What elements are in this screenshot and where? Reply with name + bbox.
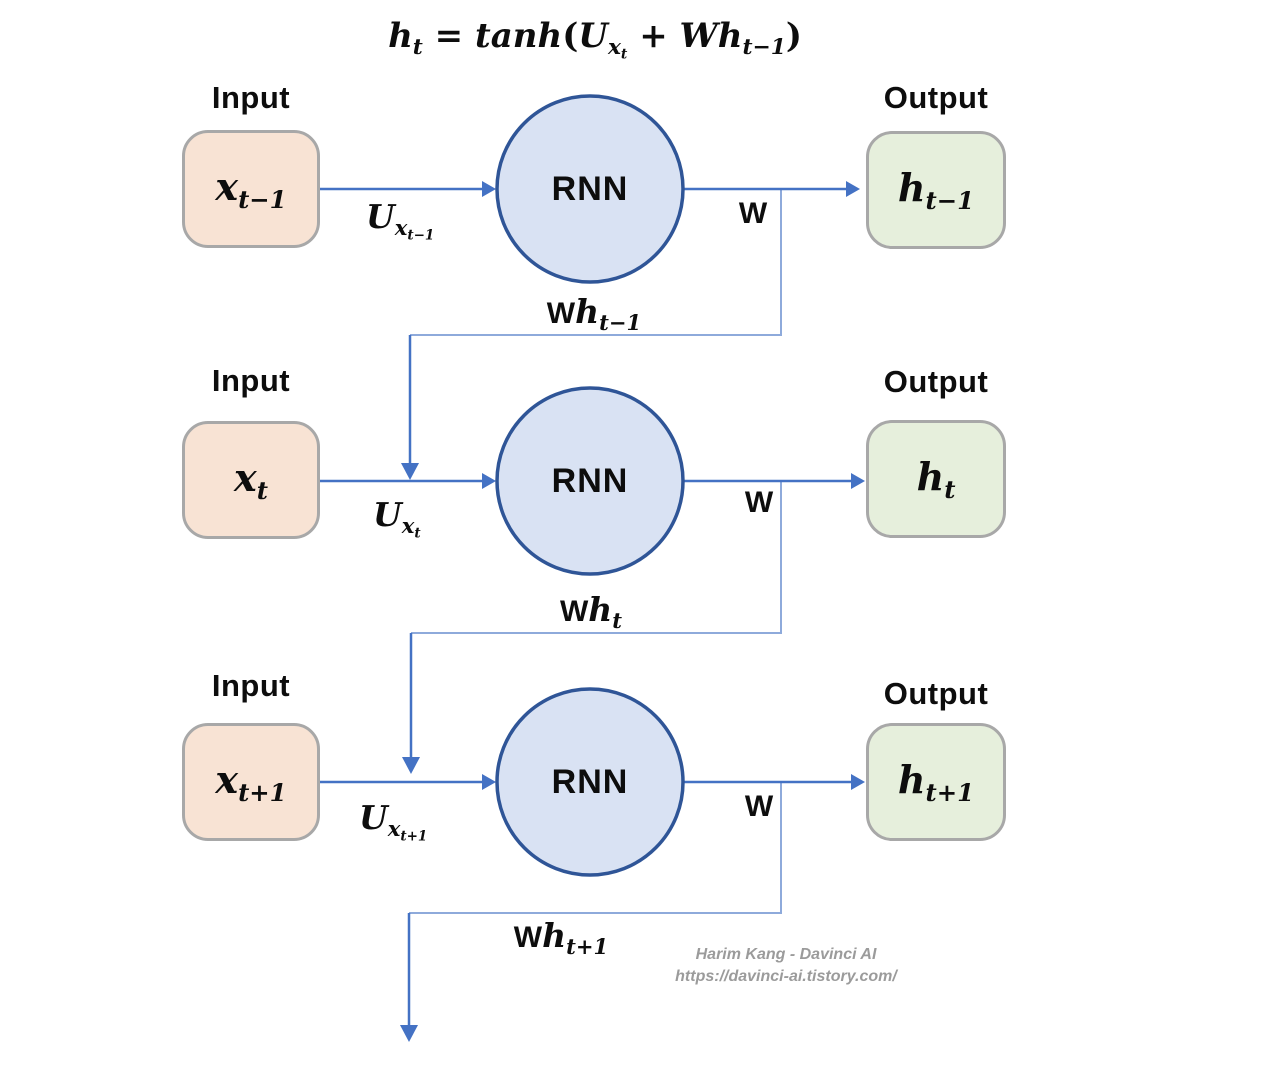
- formula-u-sub: x: [607, 35, 621, 61]
- recurrent-down-arrowhead-2: [402, 757, 420, 774]
- formula-wh: Wh: [679, 16, 743, 56]
- output-value-sub-2: t: [944, 475, 956, 504]
- wh-recurrent-label-1: Wht−1: [514, 292, 674, 335]
- wh-w-3: W: [513, 921, 543, 954]
- u-weight-label-2: Uxt: [373, 495, 421, 541]
- wh-recurrent-label-2: Wht: [511, 590, 671, 633]
- u-base-1: U: [366, 197, 395, 236]
- recurrent-down-arrowhead-3: [400, 1025, 418, 1042]
- formula-tanh: tanh: [475, 16, 563, 56]
- arrowhead-rnn-to-output-3: [851, 774, 865, 790]
- u-sub-base-1: x: [394, 214, 408, 240]
- watermark-author: Harim Kang - Davinci AI: [695, 946, 877, 963]
- formula-u: U: [578, 16, 608, 56]
- w-weight-label-3: W: [744, 790, 774, 823]
- u-base-2: U: [373, 495, 402, 534]
- rnn-cell-label-2: RNN: [551, 461, 629, 500]
- formula-h-sub: t: [412, 35, 423, 61]
- wh-recurrent-label-3: Wht+1: [481, 916, 641, 959]
- output-value-base-2: h: [916, 453, 945, 499]
- w-weight-label-2: W: [744, 486, 774, 519]
- u-base-3: U: [359, 798, 388, 837]
- watermark: Harim Kang - Davinci AI https://davinci-…: [636, 944, 936, 987]
- input-value-sub-2: t: [256, 476, 268, 505]
- input-value-sub-1: t−1: [238, 185, 287, 214]
- arrowhead-rnn-to-output-1: [846, 181, 860, 197]
- arrowhead-input-to-rnn-3: [482, 774, 496, 790]
- input-value-base-1: x: [215, 163, 239, 209]
- output-node-2: ht: [866, 420, 1006, 538]
- wh-sub-3: t+1: [566, 933, 609, 959]
- output-node-3: ht+1: [866, 723, 1006, 841]
- watermark-url: https://davinci-ai.tistory.com/: [675, 967, 897, 985]
- u-sub-sub-3: t+1: [400, 828, 428, 845]
- output-caption-2: Output: [883, 364, 989, 399]
- u-weight-label-1: Uxt−1: [366, 197, 434, 243]
- input-value-base-2: x: [234, 454, 257, 500]
- input-node-2: xt: [182, 421, 320, 539]
- arrowhead-input-to-rnn-1: [482, 181, 496, 197]
- output-value-base-3: h: [897, 756, 926, 802]
- input-node-1: xt−1: [182, 130, 320, 248]
- output-caption-1: Output: [883, 80, 989, 115]
- output-value-base-1: h: [897, 164, 926, 210]
- input-value-sub-3: t+1: [238, 778, 287, 807]
- arrowhead-input-to-rnn-2: [482, 473, 496, 489]
- input-caption-1: Input: [211, 80, 291, 115]
- arrowhead-rnn-to-output-2: [851, 473, 865, 489]
- title-formula: ht = tanh(Uxt + Wht−1): [335, 16, 855, 63]
- wh-sub-1: t−1: [599, 309, 642, 335]
- input-caption-3: Input: [211, 668, 291, 703]
- output-caption-3: Output: [883, 676, 989, 711]
- wh-h-1: h: [575, 292, 600, 331]
- recurrent-elbow-3: [409, 783, 782, 914]
- input-node-3: xt+1: [182, 723, 320, 841]
- rnn-cell-label-3: RNN: [551, 762, 629, 801]
- wh-sub-2: t: [612, 607, 623, 633]
- formula-equals: =: [422, 16, 476, 56]
- formula-h: h: [388, 16, 413, 56]
- recurrent-elbow-2: [411, 482, 782, 634]
- u-sub-sub-2: t: [414, 525, 421, 542]
- formula-open-paren: (: [562, 16, 579, 56]
- rnn-cell-circle-1: [495, 94, 685, 284]
- formula-wh-sub: t−1: [742, 35, 786, 61]
- u-sub-sub-1: t−1: [407, 227, 435, 244]
- recurrent-down-arrowhead-1: [401, 463, 419, 480]
- formula-plus: +: [627, 16, 680, 56]
- wh-w-2: W: [559, 595, 589, 628]
- input-value-base-3: x: [215, 756, 239, 802]
- rnn-cell-circle-2: [495, 386, 685, 576]
- u-weight-label-3: Uxt+1: [359, 798, 427, 844]
- rnn-cell-label-1: RNN: [551, 169, 629, 208]
- rnn-cell-circle-3: [495, 687, 685, 877]
- wh-w-1: W: [546, 297, 576, 330]
- output-value-sub-3: t+1: [925, 778, 975, 807]
- formula-u-subsub: t: [620, 46, 628, 63]
- output-value-sub-1: t−1: [925, 186, 975, 215]
- recurrent-elbow-1: [410, 190, 782, 336]
- output-node-1: ht−1: [866, 131, 1006, 249]
- formula-close-paren: ): [785, 16, 802, 56]
- wh-h-3: h: [542, 916, 567, 955]
- w-weight-label-1: W: [738, 197, 768, 230]
- u-sub-base-2: x: [401, 512, 415, 538]
- u-sub-base-3: x: [387, 815, 401, 841]
- input-caption-2: Input: [211, 363, 291, 398]
- wh-h-2: h: [588, 590, 613, 629]
